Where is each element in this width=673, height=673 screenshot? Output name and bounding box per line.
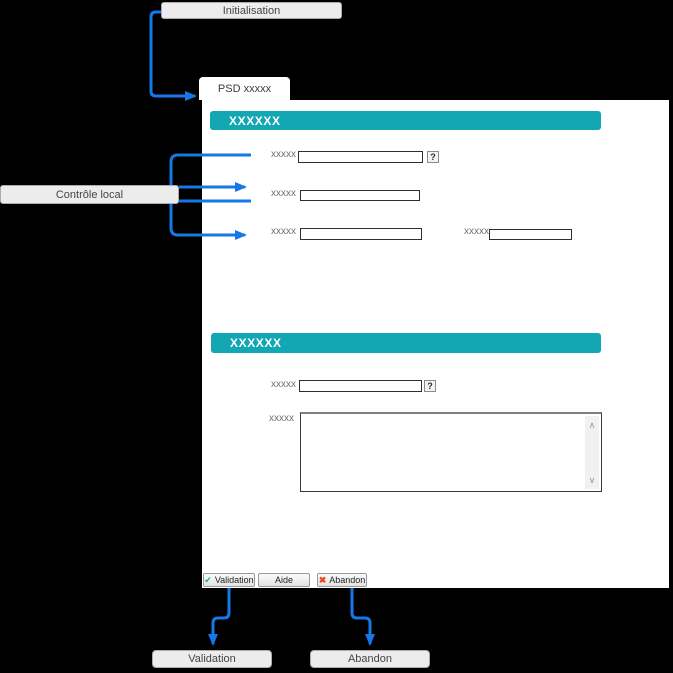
- field1-help-button[interactable]: ?: [427, 151, 439, 163]
- node-abandon-label: Abandon: [347, 653, 393, 665]
- textarea-scrollbar[interactable]: ∧ ∨: [585, 416, 599, 489]
- question-icon: ?: [430, 152, 436, 162]
- node-controle-local: Contrôle local: [0, 185, 179, 204]
- node-initialisation: Initialisation: [161, 2, 342, 19]
- validation-button[interactable]: ✔ Validation: [203, 573, 255, 587]
- field1-input[interactable]: [298, 151, 423, 163]
- node-validation: Validation: [152, 650, 272, 668]
- section1-header: XXXXXX: [210, 111, 601, 130]
- validation-button-label: Validation: [214, 575, 254, 585]
- aide-button[interactable]: Aide: [258, 573, 310, 587]
- section2-field1-input[interactable]: [299, 380, 422, 392]
- scroll-down-icon[interactable]: ∨: [588, 474, 596, 485]
- section2-title: XXXXXX: [230, 336, 282, 350]
- section1-title: XXXXXX: [229, 113, 281, 128]
- node-abandon: Abandon: [310, 650, 430, 668]
- node-validation-label: Validation: [188, 653, 236, 665]
- field3a-input[interactable]: [300, 228, 422, 240]
- arrow-init-to-tab: [149, 10, 197, 101]
- field3a-label: xxxxx: [271, 226, 296, 237]
- form-panel: XXXXXX xxxxx ? xxxxx xxxxx xxxxx XXXXXX …: [202, 100, 669, 588]
- comments-textarea[interactable]: ∧ ∨: [300, 412, 602, 492]
- section2-field1-help-button[interactable]: ?: [424, 380, 436, 392]
- abandon-button[interactable]: ✖ Abandon: [317, 573, 367, 587]
- tab-psd[interactable]: PSD xxxxx: [199, 77, 290, 100]
- tab-psd-label: PSD xxxxx: [217, 82, 272, 95]
- node-initialisation-label: Initialisation: [222, 4, 281, 17]
- check-icon: ✔: [204, 574, 212, 585]
- scroll-up-icon[interactable]: ∧: [588, 419, 596, 430]
- field2-label: xxxxx: [271, 188, 296, 199]
- abandon-button-label: Abandon: [329, 575, 366, 585]
- node-controle-local-label: Contrôle local: [55, 188, 124, 201]
- textarea-label: xxxxx: [269, 413, 294, 424]
- arrow-button-to-abandon: [350, 588, 375, 646]
- arrow-button-to-validation: [208, 588, 231, 646]
- section2-header: XXXXXX: [211, 333, 601, 353]
- field3b-label: xxxxx: [464, 226, 489, 237]
- cross-icon: ✖: [318, 574, 327, 585]
- field3b-input[interactable]: [489, 229, 572, 240]
- field2-input[interactable]: [300, 190, 420, 201]
- field1-label: xxxxx: [271, 149, 296, 160]
- aide-button-label: Aide: [274, 575, 293, 585]
- section2-field1-label: xxxxx: [271, 379, 296, 390]
- question-icon: ?: [427, 381, 433, 391]
